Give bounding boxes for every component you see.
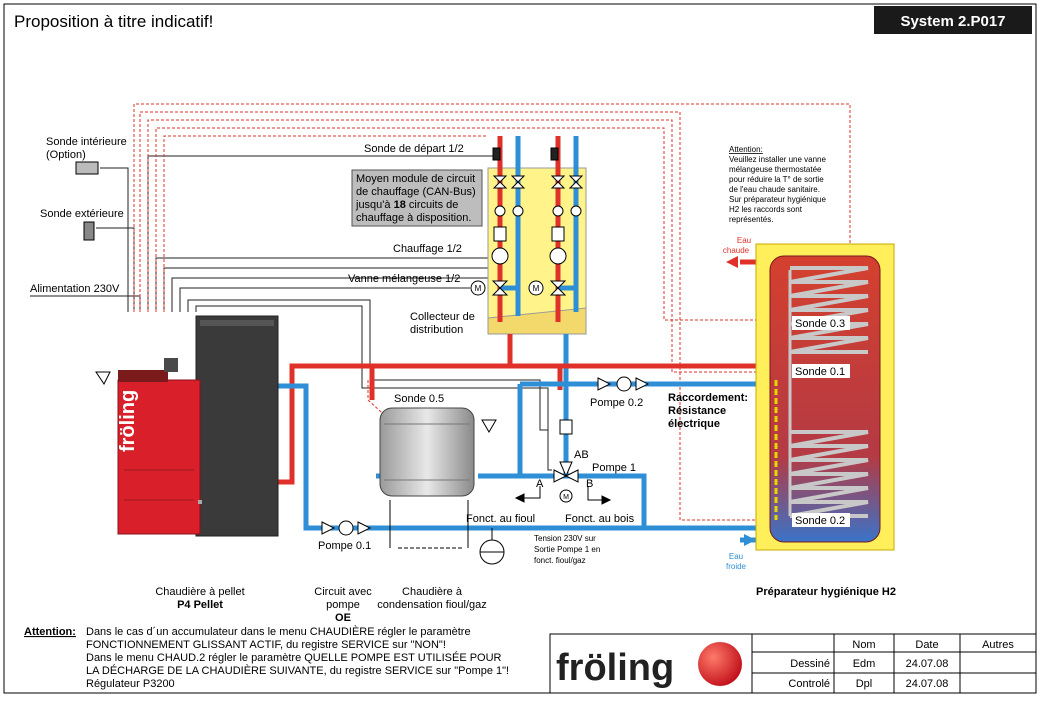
note-line-2: FONCTIONNEMENT GLISSANT ACTIF, du regist… <box>86 639 446 651</box>
tank-note-line-3: pour réduire la T° de sortie <box>729 175 824 184</box>
tank-note-line-7: représentés. <box>729 215 773 224</box>
tank-note-title: Attention: <box>729 145 763 154</box>
outdoor-sensor-icon <box>83 221 95 241</box>
pellet-boiler <box>117 315 279 537</box>
module-components <box>470 147 584 296</box>
tb-header-date: Date <box>915 639 938 651</box>
fonct-bois-label: Fonct. au bois <box>565 513 635 525</box>
raccordement-label-1: Raccordement: <box>668 392 748 404</box>
note-line-1: Dans le cas d´un accumulateur dans le me… <box>86 625 471 638</box>
note-line-5: Régulateur P3200 <box>86 678 175 690</box>
froling-logo-text: fröling <box>556 647 674 689</box>
tb-row1-date: 24.07.08 <box>906 658 949 670</box>
sonde-03-label: Sonde 0.3 <box>795 318 845 330</box>
alimentation-label: Alimentation 230V <box>30 283 120 295</box>
tension-label-1: Tension 230V sur <box>534 534 596 543</box>
raccordement-label-2: Résistance <box>668 405 726 417</box>
pompe-01-label: Pompe 0.1 <box>318 540 371 552</box>
valve-motor-2-m: M <box>533 284 540 293</box>
tb-row2-date: 24.07.08 <box>906 678 949 690</box>
tank-note-line-2: mélangeuse thermostatée <box>729 165 822 174</box>
vanne-label: Vanne mélangeuse 1/2 <box>348 273 460 285</box>
caption-circuit-2: pompe <box>326 599 360 611</box>
module-info-line-4: chauffage à disposition. <box>356 212 471 224</box>
boiler-brand: fröling <box>117 390 139 452</box>
tb-header-autres: Autres <box>982 639 1014 651</box>
a-label: A <box>536 478 544 490</box>
valve-motor-1-m: M <box>475 284 482 293</box>
sonde-depart-label: Sonde de départ 1/2 <box>364 143 464 155</box>
caption-prep: Préparateur hygiénique H2 <box>756 586 896 598</box>
sonde-03-bg <box>792 316 850 330</box>
module-info-line-1: Moyen module de circuit <box>356 173 475 185</box>
chauffage-label: Chauffage 1/2 <box>393 243 462 255</box>
sonde-interieure-option: (Option) <box>46 149 86 161</box>
safety-valve-2-icon <box>481 419 497 433</box>
tension-label-3: fonct. fioul/gaz <box>534 556 586 565</box>
sonde-02-label: Sonde 0.2 <box>795 515 845 527</box>
pompe-02-label: Pompe 0.2 <box>590 397 643 409</box>
tb-row2-label: Controlé <box>788 678 830 690</box>
tank-coils <box>789 266 869 518</box>
caption-cond-1: Chaudière à <box>402 586 463 598</box>
collecteur-label-2: distribution <box>410 324 463 336</box>
tb-row1-nom: Edm <box>853 658 876 670</box>
eau-chaude-label-1: Eau <box>737 236 751 245</box>
pompe-1-label: Pompe 1 <box>592 462 636 474</box>
tension-label-2: Sortie Pompe 1 en <box>534 545 600 554</box>
tb-header-nom: Nom <box>852 639 875 651</box>
condensing-boiler <box>379 407 475 549</box>
safety-valve-icon <box>95 371 111 385</box>
caption-pellet-1: Chaudière à pellet <box>155 586 244 598</box>
caption-pellet-2: P4 Pellet <box>177 599 223 611</box>
page-title: Proposition à titre indicatif! <box>14 12 213 31</box>
note-line-4: LA DÉCHARGE DE LA CHAUDIÈRE SUIVANTE, du… <box>86 664 509 677</box>
outer-frame <box>3 3 1037 694</box>
main-pipes <box>278 259 770 543</box>
cold-water-arrow <box>744 534 756 546</box>
system-label: System 2.P017 <box>900 13 1005 30</box>
b-label: B <box>586 478 593 490</box>
indoor-sensor-icon <box>75 161 99 175</box>
eau-chaude-label-2: chaude <box>723 246 750 255</box>
ab-label: AB <box>574 449 589 461</box>
tb-row2-nom: Dpl <box>856 678 873 690</box>
sonde-02-bg <box>792 513 850 527</box>
raccordement-label-3: électrique <box>668 418 720 430</box>
fonct-fioul-label: Fonct. au fioul <box>466 513 535 525</box>
collecteur-label-1: Collecteur de <box>410 311 475 323</box>
tank-note-line-1: Veuillez installer une vanne <box>729 155 827 164</box>
sonde-01-label: Sonde 0.1 <box>795 366 845 378</box>
caption-circuit-1: Circuit avec <box>314 586 372 598</box>
hot-water-arrow <box>726 256 738 268</box>
note-line-3: Dans le menu CHAUD.2 régler le paramètre… <box>86 651 502 664</box>
module-info-box <box>351 169 483 227</box>
tb-row1-label: Dessiné <box>790 658 830 670</box>
note-label: Attention: <box>24 626 76 638</box>
caption-cond-2: condensation fioul/gaz <box>377 599 486 611</box>
tank-note-line-4: de l'eau chaude sanitaire. <box>729 185 820 194</box>
sonde-interieure-label: Sonde intérieure <box>46 136 127 148</box>
sonde-01-bg <box>792 364 850 378</box>
tank-note-line-5: Sur préparateur hygiénique <box>729 195 827 204</box>
module-info-line-2: de chauffage (CAN-Bus) <box>356 186 476 198</box>
pumps <box>321 376 650 536</box>
valve-motor-m: M <box>563 494 569 501</box>
sonde-exterieure-label: Sonde extérieure <box>40 208 124 220</box>
froling-logo-mark <box>698 642 742 686</box>
three-way-valve <box>479 419 612 565</box>
collector-plate <box>487 307 587 335</box>
system-badge <box>874 6 1032 34</box>
eau-froide-label-1: Eau <box>729 552 743 561</box>
eau-froide-label-2: froide <box>726 562 747 571</box>
tank-note-line-6: H2 les raccords sont <box>729 205 803 214</box>
sonde-05-label: Sonde 0.5 <box>394 393 444 405</box>
module-info-line-3: jusqu'à 18 circuits de <box>355 199 458 211</box>
title-block <box>549 633 1037 694</box>
caption-circuit-3: OE <box>335 612 351 624</box>
